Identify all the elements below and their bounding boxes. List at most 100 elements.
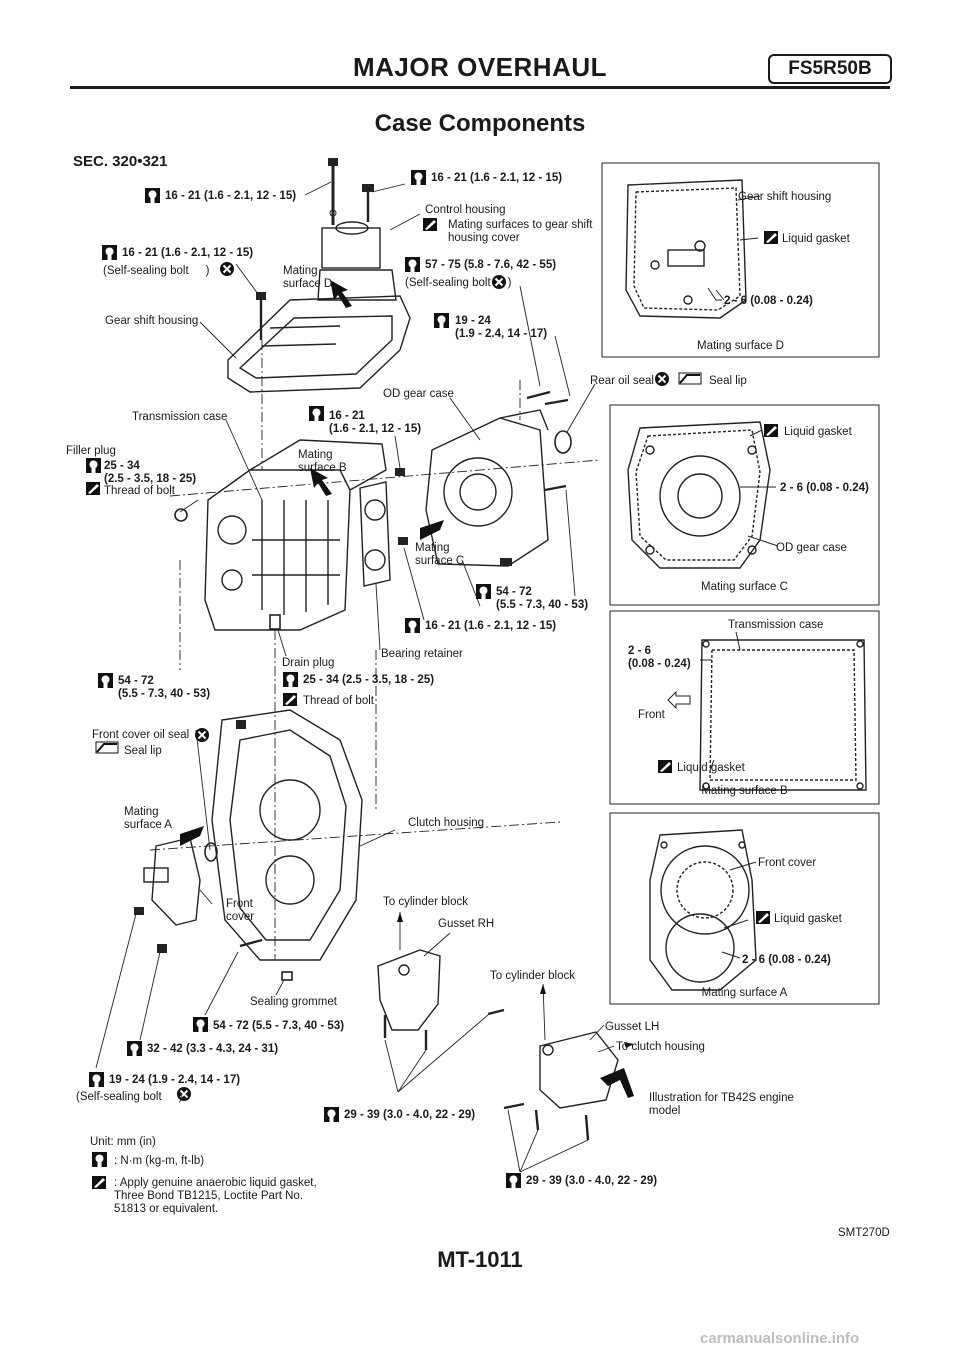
label-drain-plug: Drain plug xyxy=(282,657,335,669)
watermark: carmanualsonline.info xyxy=(700,1330,860,1347)
torque-value: 54 - 72 (5.5 - 7.3, 40 - 53) xyxy=(496,586,589,611)
label-self-sealing-bolt: (Self-sealing bolt) xyxy=(76,1091,183,1103)
torque-icon xyxy=(98,673,113,688)
gear-shift-housing-outline xyxy=(625,179,747,319)
figure-code: SMT270D xyxy=(838,1227,890,1239)
torque-icon xyxy=(309,406,324,421)
torque-legend-icon xyxy=(92,1152,107,1167)
torque-value: 16 - 21 (1.6 - 2.1, 12 - 15) xyxy=(165,190,297,202)
liquid-gasket-icon xyxy=(658,760,672,773)
label-self-sealing-bolt: (Self-sealing bolt) xyxy=(103,265,210,277)
section-title: Case Components xyxy=(374,110,586,137)
panel-d-gear-shift-housing: Gear shift housing xyxy=(738,191,832,203)
panel-c-title: Mating surface C xyxy=(701,581,788,593)
label-rear-oil-seal: Rear oil seal xyxy=(590,375,654,387)
legend-gasket-text: : Apply genuine anaerobic liquid gasket,… xyxy=(114,1177,317,1215)
torque-icon xyxy=(434,313,449,328)
mating-surface-c-arrow-icon xyxy=(420,520,444,540)
torque-icon xyxy=(102,245,117,260)
mating-surface-d-arrow-icon xyxy=(330,280,352,308)
panel-b-front: Front xyxy=(638,709,665,721)
torque-value: 54 - 72 (5.5 - 7.3, 40 - 53) xyxy=(213,1020,345,1032)
label-gusset-rh: Gusset RH xyxy=(438,918,495,930)
torque-value: 16 - 21 (1.6 - 2.1, 12 - 15) xyxy=(425,620,557,632)
torque-icon xyxy=(89,1072,104,1087)
label-transmission-case: Transmission case xyxy=(132,411,228,423)
torque-icon xyxy=(476,584,491,599)
label-sealing-grommet: Sealing grommet xyxy=(250,996,337,1008)
label-seal-lip: Seal lip xyxy=(709,375,747,387)
legend-torque-text: : N·m (kg-m, ft-lb) xyxy=(114,1155,205,1167)
torque-value: 16 - 21 (1.6 - 2.1, 12 - 15) xyxy=(122,247,254,259)
torque-value: 19 - 24 (1.9 - 2.4, 14 - 17) xyxy=(455,315,548,340)
torque-value: 29 - 39 (3.0 - 4.0, 22 - 29) xyxy=(526,1175,658,1187)
label-to-clutch-housing: To clutch housing xyxy=(616,1041,705,1053)
illustration-arrow-icon xyxy=(600,1068,634,1098)
panel-a-front-cover: Front cover xyxy=(758,857,817,869)
legend-unit: Unit: mm (in) xyxy=(90,1136,156,1148)
panel-mating-surface-a xyxy=(609,812,880,1005)
torque-icon xyxy=(411,170,426,185)
mating-surface-a-arrow-icon xyxy=(180,826,204,846)
gear-shift-housing xyxy=(227,221,411,393)
torque-value: 16 - 21 (1.6 - 2.1, 12 - 15) xyxy=(431,172,563,184)
torque-value: 57 - 75 (5.8 - 7.6, 42 - 55) xyxy=(425,259,557,271)
gusset-rh xyxy=(377,949,441,1031)
torque-icon xyxy=(405,618,420,633)
label-thread-of-bolt: Thread of bolt xyxy=(303,695,374,707)
label-to-cylinder-block: To cylinder block xyxy=(383,896,469,908)
liquid-gasket-icon xyxy=(756,911,770,924)
panel-b-transmission-case: Transmission case xyxy=(728,619,824,631)
header-rule xyxy=(70,86,890,89)
label-to-cylinder-block: To cylinder block xyxy=(490,970,576,982)
replace-icon xyxy=(194,727,210,743)
label-gusset-lh: Gusset LH xyxy=(605,1021,660,1033)
torque-value: 29 - 39 (3.0 - 4.0, 22 - 29) xyxy=(344,1109,476,1121)
label-gear-shift-housing: Gear shift housing xyxy=(105,315,199,327)
torque-value: 16 - 21 (1.6 - 2.1, 12 - 15) xyxy=(329,410,422,435)
torque-value: 25 - 34 (2.5 - 3.5, 18 - 25) xyxy=(104,460,197,485)
front-cover-outline xyxy=(649,829,757,991)
torque-icon xyxy=(324,1107,339,1122)
bearing-retainer xyxy=(359,481,391,587)
page-header-title: MAJOR OVERHAUL xyxy=(352,52,607,82)
liquid-gasket-icon xyxy=(86,482,100,495)
panel-b-title: Mating surface B xyxy=(701,785,788,797)
torque-value: 19 - 24 (1.9 - 2.4, 14 - 17) xyxy=(109,1074,241,1086)
panel-d-title: Mating surface D xyxy=(697,340,784,352)
page-number: MT-1011 xyxy=(437,1247,523,1272)
panel-mating-surface-b xyxy=(609,610,880,805)
torque-icon xyxy=(405,257,420,272)
panel-a-liquid-gasket: Liquid gasket xyxy=(774,913,842,925)
liquid-gasket-icon xyxy=(764,424,778,437)
front-arrow-icon xyxy=(667,690,691,710)
label-thread-of-bolt: Thread of bolt xyxy=(104,485,175,497)
liquid-gasket-icon xyxy=(423,218,437,231)
label-control-housing: Control housing xyxy=(425,204,506,216)
panel-a-title: Mating surface A xyxy=(701,987,788,999)
replace-icon xyxy=(219,261,235,277)
model-code-badge: FS5R50B xyxy=(768,54,892,84)
label-mating-surface-a: Mating surface A xyxy=(124,806,172,831)
label-clutch-housing: Clutch housing xyxy=(408,817,485,829)
grease-seal-lip-icon xyxy=(678,372,702,385)
label-mating-gear-shift-cover: Mating surfaces to gear shift housing co… xyxy=(448,219,593,244)
panel-c-dimension: 2 - 6 (0.08 - 0.24) xyxy=(780,482,869,494)
label-self-sealing-bolt: (Self-sealing bolt) xyxy=(405,277,512,289)
gusset-lh xyxy=(539,1031,619,1109)
label-illustration-tb42s: Illustration for TB42S engine model xyxy=(649,1092,794,1117)
panel-b-dimension: 2 - 6 (0.08 - 0.24) xyxy=(628,645,691,670)
sec-number: SEC. 320•321 xyxy=(73,153,168,170)
torque-icon xyxy=(193,1017,208,1032)
front-cover xyxy=(143,837,201,926)
panel-mating-surface-c xyxy=(609,404,880,606)
label-mating-surface-b: Mating surface B xyxy=(298,449,347,474)
od-gear-case-outline xyxy=(627,421,771,569)
label-filler-plug: Filler plug xyxy=(66,445,116,457)
panel-c-od-gear-case: OD gear case xyxy=(776,542,847,554)
panel-d-liquid-gasket: Liquid gasket xyxy=(782,233,850,245)
label-mating-surface-c: Mating surface C xyxy=(415,542,465,567)
torque-icon xyxy=(86,458,101,473)
panel-a-dimension: 2 - 6 (0.08 - 0.24) xyxy=(742,954,831,966)
